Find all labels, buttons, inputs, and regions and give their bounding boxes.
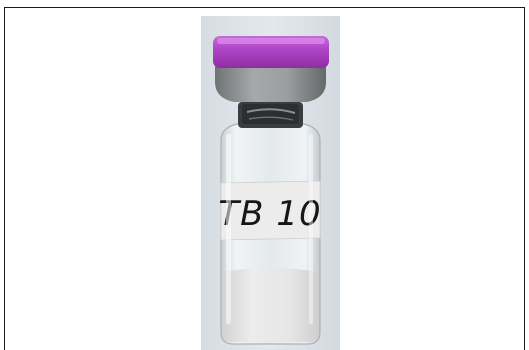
vial-powder <box>222 268 319 342</box>
vial-label-text: TB 10 <box>218 194 321 234</box>
vial-crimp-seal <box>215 64 326 102</box>
glass-reflection-left <box>226 134 231 324</box>
glass-reflection-right <box>309 134 313 324</box>
vial-photo: TB 10 <box>201 16 340 350</box>
image-frame: TB 10 <box>4 7 525 350</box>
vial-stopper <box>242 104 299 124</box>
cap-highlight <box>217 38 325 44</box>
vial-label <box>220 180 321 241</box>
stopper-highlight <box>246 108 296 114</box>
stopper-highlight-2 <box>248 116 294 121</box>
